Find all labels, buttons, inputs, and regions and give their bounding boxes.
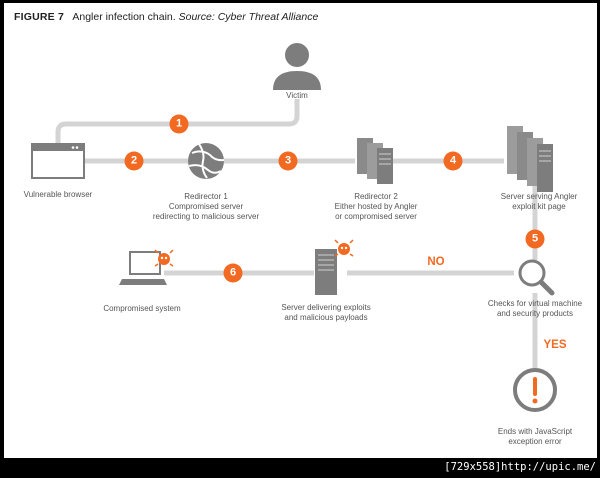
label-exploit-kit-server: Server serving Angler exploit kit page xyxy=(500,192,578,211)
server-tower-icon xyxy=(315,249,337,295)
figure-caption: Angler infection chain. xyxy=(72,11,176,23)
user-icon xyxy=(273,43,321,90)
bug-badge-icon xyxy=(154,249,174,267)
step-badge-2: 2 xyxy=(124,151,144,171)
label-vm-check: Checks for virtual machine and security … xyxy=(487,299,583,318)
figure-source: Source: Cyber Threat Alliance xyxy=(178,11,319,23)
label-victim: Victim xyxy=(286,91,308,100)
bug-badge-icon xyxy=(334,239,354,257)
label-vulnerable-browser: Vulnerable browser xyxy=(23,190,93,199)
label-redirector-2: Redirector 2 Either hosted by Angler or … xyxy=(334,192,418,221)
step-badge-1: 1 xyxy=(169,114,189,134)
image-host-watermark: [729x558]http://upic.me/ xyxy=(444,461,596,473)
figure-label: FIGURE 7 xyxy=(14,11,65,23)
connector-lines xyxy=(55,99,538,370)
magnifier-icon xyxy=(518,259,555,296)
label-compromised-system: Compromised system xyxy=(103,304,181,313)
server-rack-icon xyxy=(357,138,393,184)
step-badge-6: 6 xyxy=(223,263,243,283)
step-badge-4: 4 xyxy=(443,151,463,171)
step-badge-5: 5 xyxy=(525,229,545,249)
decision-yes: YES xyxy=(543,339,567,351)
figure-panel: FIGURE 7 Angler infection chain. Source:… xyxy=(4,3,597,458)
figure-title: FIGURE 7 Angler infection chain. Source:… xyxy=(14,11,318,23)
label-redirector-1: Redirector 1 Compromised server redirect… xyxy=(152,192,260,221)
globe-icon xyxy=(188,143,225,179)
infection-chain-diagram xyxy=(31,43,557,412)
label-payload-server: Server delivering exploits and malicious… xyxy=(281,303,371,322)
exclamation-icon xyxy=(513,368,557,412)
label-js-error: Ends with JavaScript exception error xyxy=(497,427,573,446)
browser-window-icon xyxy=(31,143,85,179)
server-cluster-icon xyxy=(507,126,553,192)
step-badge-3: 3 xyxy=(278,151,298,171)
decision-no: NO xyxy=(427,256,445,268)
